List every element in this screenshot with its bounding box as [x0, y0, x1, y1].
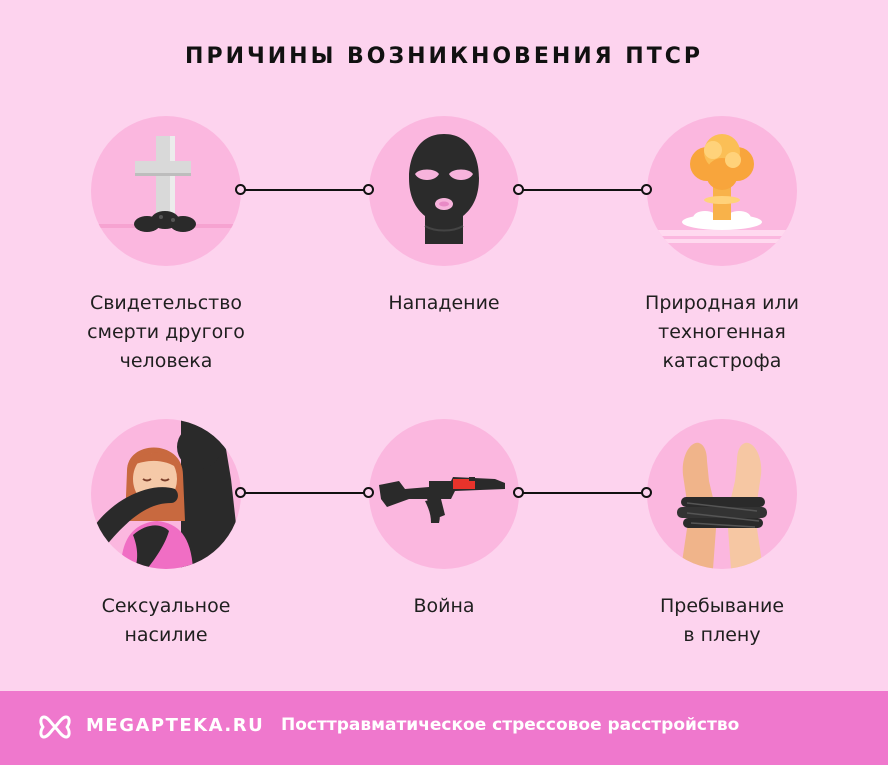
cause-label-disaster: Природная или техногенная катастрофа: [645, 292, 799, 372]
connector-dot: [235, 184, 246, 195]
connector-dot: [513, 487, 524, 498]
cause-label-captivity: Пребывание в плену: [659, 595, 785, 646]
explosion-icon: [647, 134, 797, 243]
cause-label-attack: Нападение: [388, 292, 500, 314]
cause-circle-death: [91, 116, 241, 266]
cause-label-war: Война: [413, 595, 475, 617]
connector-dot: [513, 184, 524, 195]
connector-dot: [641, 487, 652, 498]
assault-victim-icon: [91, 419, 241, 569]
cause-label-violence: Сексуальное насилие: [101, 595, 231, 646]
connector-line: [241, 492, 369, 494]
page-title: ПРИЧИНЫ ВОЗНИКНОВЕНИЯ ПТСР: [185, 44, 703, 69]
footer-bar: MEGAPTEKA.RU Посттравматическое стрессов…: [0, 691, 888, 765]
connector-dot: [363, 487, 374, 498]
connector-dot: [641, 184, 652, 195]
cause-circle-attack: [369, 116, 519, 266]
brand-link[interactable]: MEGAPTEKA.RU: [86, 715, 265, 736]
bound-hands-icon: [677, 442, 767, 569]
rifle-icon: [379, 477, 505, 523]
footer-subtitle: Посттравматическое стрессовое расстройст…: [281, 715, 740, 735]
megapteka-logo-icon[interactable]: [38, 713, 72, 741]
connector-line: [519, 492, 647, 494]
connector-line: [241, 189, 369, 191]
cause-circle-disaster: [647, 116, 797, 266]
cause-label-death: Свидетельство смерти другого человека: [87, 292, 245, 372]
cause-circle-captivity: [647, 419, 797, 569]
connector-dot: [235, 487, 246, 498]
connector-dot: [363, 184, 374, 195]
cause-circle-violence: [91, 419, 241, 569]
cross-grave-icon: [91, 136, 241, 232]
cause-circle-war: [369, 419, 519, 569]
balaclava-mask-icon: [409, 134, 479, 244]
connector-line: [519, 189, 647, 191]
